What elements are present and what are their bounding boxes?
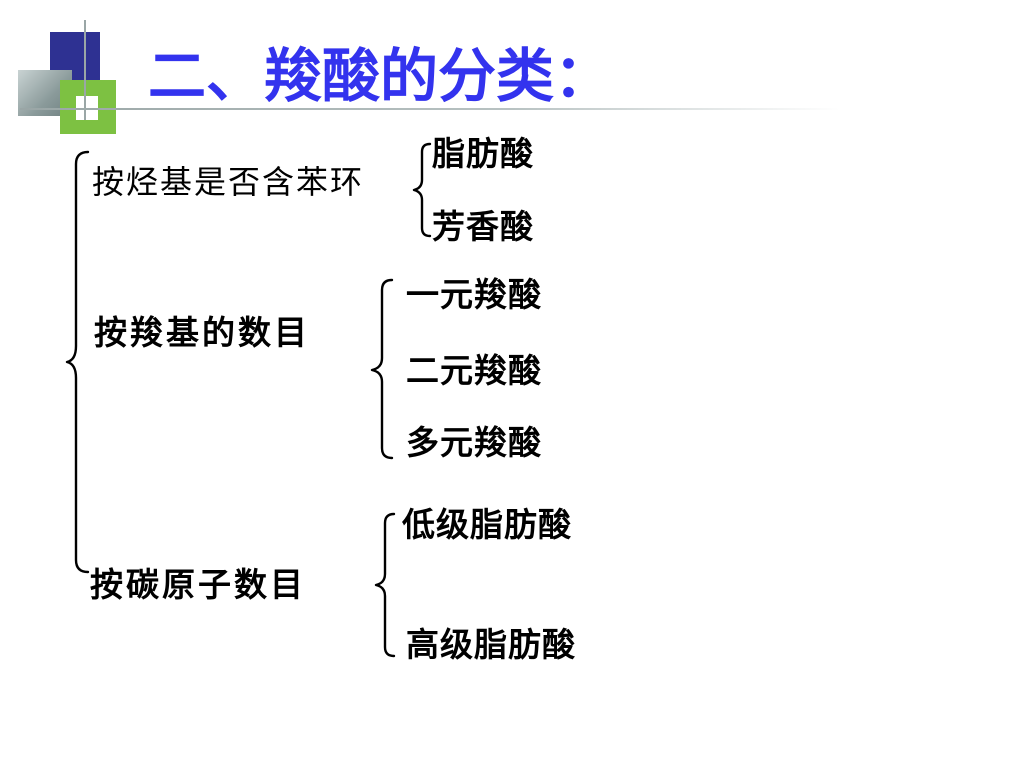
slide-title: 二、羧酸的分类： [148, 42, 613, 110]
brace-carboxyl-count [370, 278, 394, 460]
type-higher-fatty-acid: 高级脂肪酸 [406, 625, 576, 664]
criterion-benzene-ring: 按烃基是否含苯环 [92, 163, 365, 201]
title-underline [20, 108, 840, 110]
type-lower-fatty-acid: 低级脂肪酸 [402, 505, 572, 544]
title-decoration-vertical-line [84, 20, 86, 120]
type-dicarboxylic-acid: 二元羧酸 [406, 351, 542, 390]
main-brace [65, 150, 90, 574]
criterion-carbon-count: 按碳原子数目 [90, 565, 306, 604]
brace-carbon-count [374, 512, 396, 658]
type-aliphatic-acid: 脂肪酸 [432, 134, 534, 173]
brace-benzene-ring [412, 142, 432, 238]
type-monocarboxylic-acid: 一元羧酸 [406, 275, 542, 314]
type-aromatic-acid: 芳香酸 [432, 207, 534, 246]
type-polycarboxylic-acid: 多元羧酸 [406, 423, 542, 462]
criterion-carboxyl-count: 按羧基的数目 [94, 313, 310, 352]
